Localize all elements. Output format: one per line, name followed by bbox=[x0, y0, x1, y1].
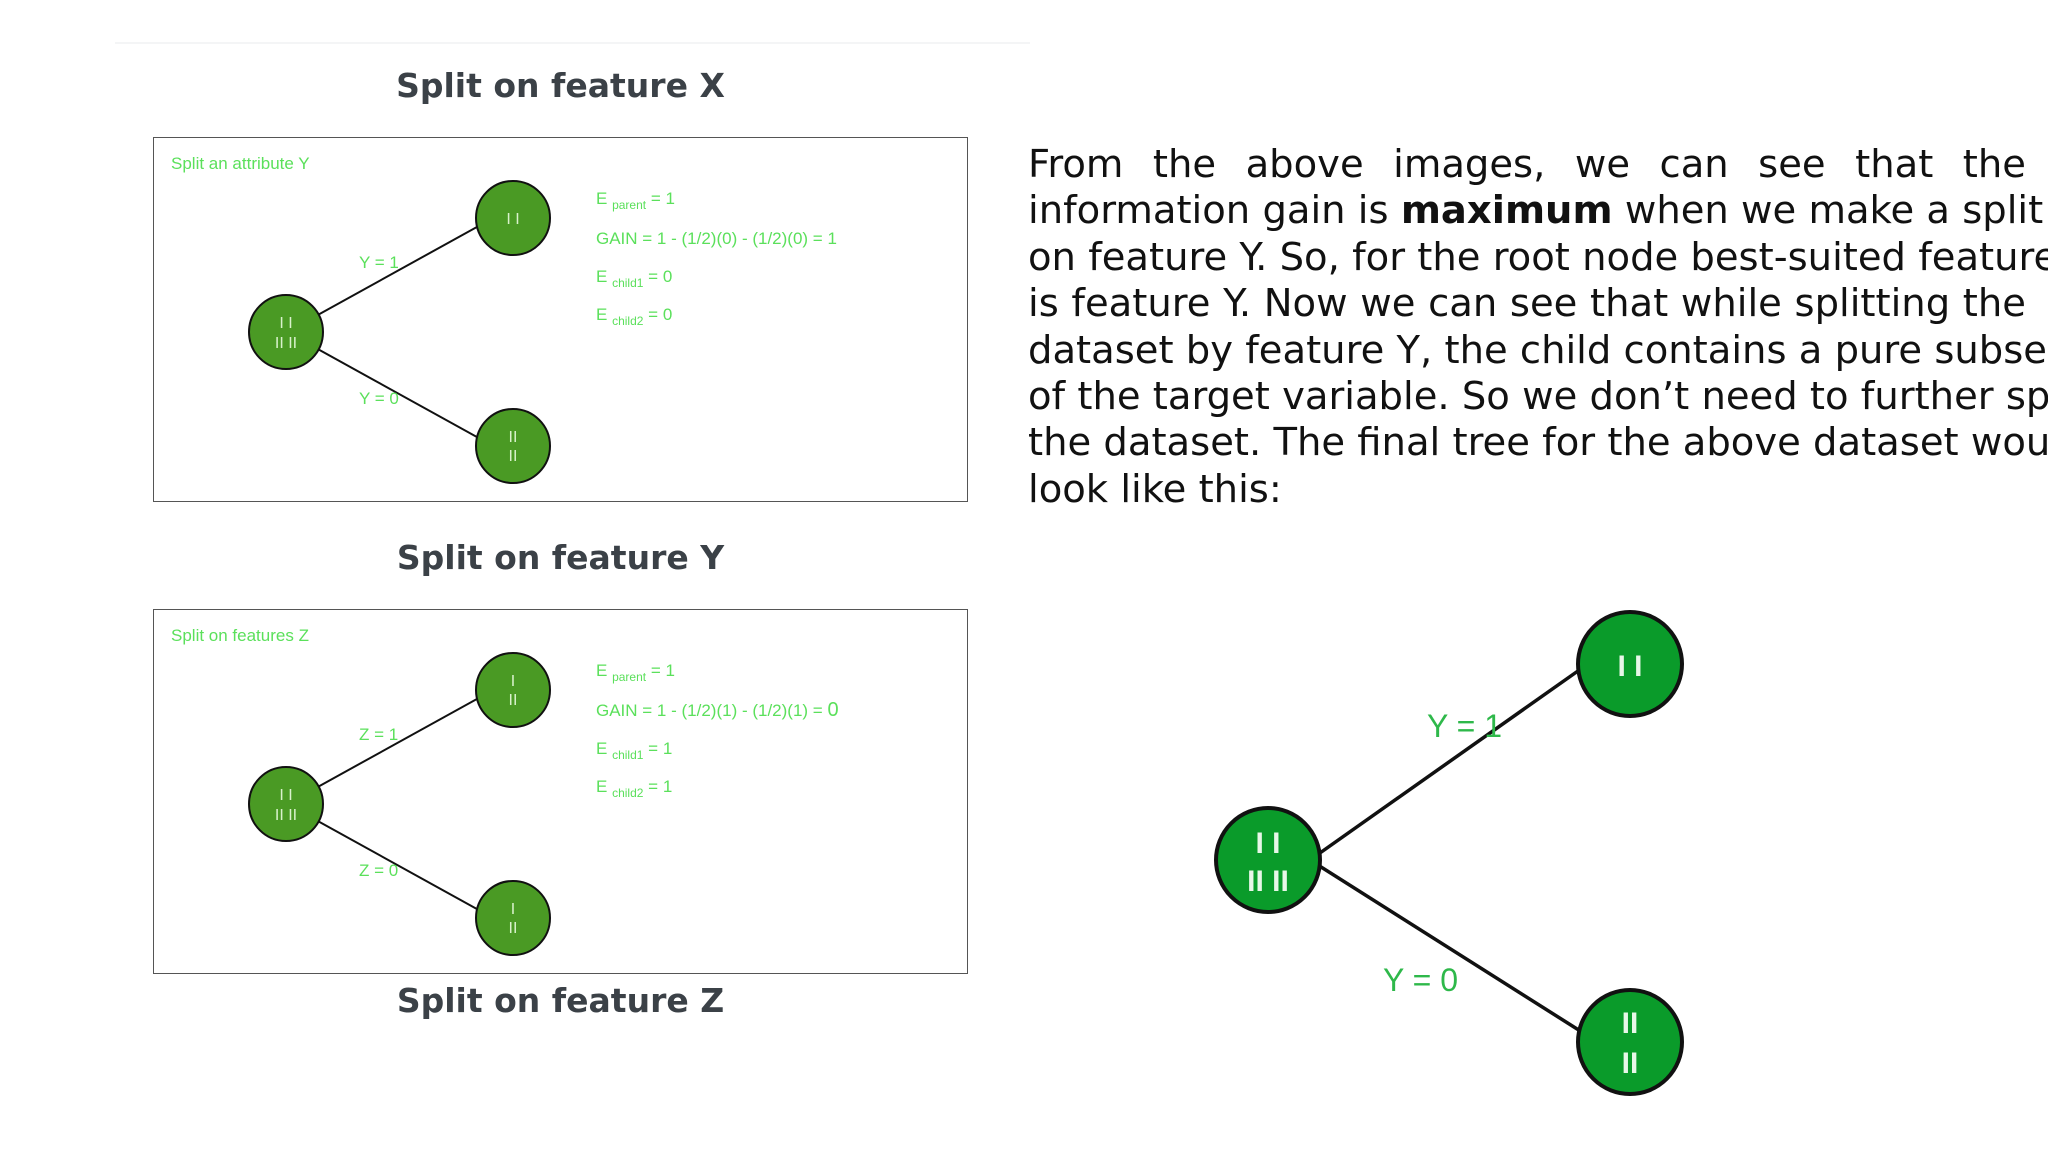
final-root-marks-top: I I bbox=[1255, 827, 1280, 860]
entropy-equations: E parent = 1 GAIN = 1 - (1/2)(1) - (1/2)… bbox=[596, 661, 839, 801]
top-divider bbox=[115, 42, 1030, 44]
upper-child-node: I II bbox=[475, 652, 551, 728]
final-upper-marks: I I bbox=[1617, 650, 1642, 683]
paragraph-line: on feature Y. So, for the root node best… bbox=[1028, 234, 2048, 280]
panel-split-y-diagram: Split an attribute Y Y = 1 Y = 0 I I II … bbox=[153, 137, 968, 502]
entropy-equations: E parent = 1 GAIN = 1 - (1/2)(0) - (1/2)… bbox=[596, 189, 837, 329]
lower-marks-bottom: II bbox=[509, 448, 518, 465]
final-lower-marks-bottom: II bbox=[1622, 1047, 1639, 1080]
paragraph-line: From the above images, we can see that t… bbox=[1028, 142, 2026, 187]
svg-text:E parent = 1: E parent = 1 bbox=[596, 189, 675, 213]
emphasis-maximum: maximum bbox=[1400, 188, 1613, 234]
tree-diagram-z: Split on features Z Z = 1 Z = 0 I I II I… bbox=[171, 626, 839, 956]
final-decision-tree: Y = 1 Y = 0 I I II II I I II II bbox=[1214, 610, 1684, 1096]
caption-split-y: Split on feature Y bbox=[396, 538, 725, 577]
paragraph-line: of the target variable. So we don’t need… bbox=[1028, 373, 2048, 419]
edge-lower bbox=[286, 331, 514, 458]
lower-marks-top: II bbox=[509, 429, 518, 446]
edge-label-upper: Y = 1 bbox=[359, 253, 399, 272]
lower-child-node: II II bbox=[475, 408, 551, 484]
final-edge-upper bbox=[1308, 664, 1587, 862]
edge-upper bbox=[286, 206, 514, 333]
upper-marks: I I bbox=[506, 211, 519, 228]
final-lower-marks-top: II bbox=[1622, 1007, 1639, 1040]
paragraph-line: look like this: bbox=[1028, 466, 1282, 512]
panel-split-z-diagram: Split on features Z Z = 1 Z = 0 I I II I… bbox=[153, 609, 968, 974]
edge-label-lower: Z = 0 bbox=[359, 861, 398, 880]
paragraph-line: dataset by feature Y, the child contains… bbox=[1028, 327, 2048, 373]
root-marks-top: I I bbox=[279, 787, 292, 804]
svg-text:E child1 = 0: E child1 = 0 bbox=[596, 267, 672, 291]
gain-equation: GAIN = 1 - (1/2)(1) - (1/2)(1) = 0 bbox=[596, 699, 839, 721]
caption-split-z: Split on feature Z bbox=[396, 981, 725, 1020]
lower-marks-top: I bbox=[511, 901, 515, 918]
svg-text:E child1 = 1: E child1 = 1 bbox=[596, 739, 672, 763]
upper-marks-top: I bbox=[511, 673, 515, 690]
final-root-node: I I II II bbox=[1214, 806, 1322, 914]
root-marks-bottom: II II bbox=[275, 807, 297, 824]
edge-lower bbox=[286, 803, 514, 930]
root-node: I I II II bbox=[248, 766, 324, 842]
panel-title: Split on features Z bbox=[171, 626, 309, 645]
paragraph-line: the dataset. The final tree for the abov… bbox=[1028, 420, 2048, 466]
root-marks-bottom: II II bbox=[275, 335, 297, 352]
final-edge-label-lower: Y = 0 bbox=[1383, 962, 1458, 998]
final-edge-label-upper: Y = 1 bbox=[1427, 708, 1502, 744]
edge-upper bbox=[286, 678, 514, 805]
caption-split-x: Split on feature X bbox=[396, 66, 725, 105]
explanation-paragraph: From the above images, we can see that t… bbox=[1028, 142, 2048, 513]
edge-label-lower: Y = 0 bbox=[359, 389, 399, 408]
upper-child-node: I I bbox=[475, 180, 551, 256]
root-node: I I II II bbox=[248, 294, 324, 370]
final-lower-leaf-node: II II bbox=[1576, 988, 1684, 1096]
lower-child-node: I II bbox=[475, 880, 551, 956]
paragraph-line: information gain is maximum when we make… bbox=[1028, 188, 2044, 234]
svg-text:E child2 = 0: E child2 = 0 bbox=[596, 305, 672, 329]
root-marks-top: I I bbox=[279, 315, 292, 332]
edge-label-upper: Z = 1 bbox=[359, 725, 398, 744]
svg-text:E parent = 1: E parent = 1 bbox=[596, 661, 675, 685]
paragraph-line: is feature Y. Now we can see that while … bbox=[1028, 281, 2026, 327]
lower-marks-bottom: II bbox=[509, 920, 518, 937]
gain-equation: GAIN = 1 - (1/2)(0) - (1/2)(0) = 1 bbox=[596, 229, 837, 248]
final-upper-leaf-node: I I bbox=[1576, 610, 1684, 718]
final-edge-lower bbox=[1309, 858, 1586, 1036]
final-root-marks-bottom: II II bbox=[1247, 865, 1289, 898]
tree-diagram-y: Split an attribute Y Y = 1 Y = 0 I I II … bbox=[171, 154, 837, 484]
upper-marks-bottom: II bbox=[509, 692, 518, 709]
svg-text:E child2 = 1: E child2 = 1 bbox=[596, 777, 672, 801]
panel-title: Split an attribute Y bbox=[171, 154, 310, 173]
